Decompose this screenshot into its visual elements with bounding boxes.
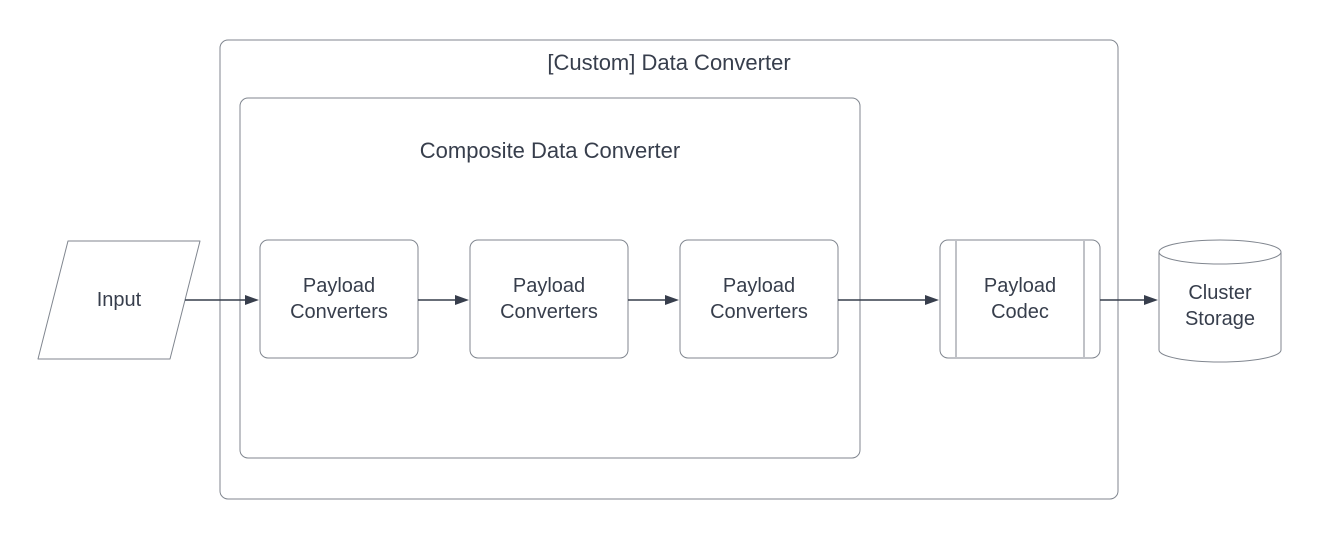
payload-converters-3-line-2: Converters bbox=[710, 301, 808, 323]
composite-data-converter-title: Composite Data Converter bbox=[419, 138, 681, 163]
payload-converters-3-line-1: Payload bbox=[722, 275, 796, 297]
arrowhead-input-to-converter1 bbox=[245, 295, 259, 305]
payload-converters-box-1 bbox=[259, 239, 419, 359]
payload-codec-label: Payload Codec bbox=[940, 240, 1100, 358]
payload-converters-label-3: Payload Converters bbox=[680, 240, 838, 358]
cluster-storage-line-2: Storage bbox=[1184, 308, 1256, 330]
arrowhead-converter2-to-converter3 bbox=[665, 295, 679, 305]
payload-converters-1-line-2: Converters bbox=[290, 301, 388, 323]
payload-converters-label-2: Payload Converters bbox=[470, 240, 628, 358]
payload-codec-line-1: Payload bbox=[983, 275, 1057, 297]
cluster-storage-line-1: Cluster bbox=[1188, 282, 1252, 304]
payload-converters-label-1: Payload Converters bbox=[260, 240, 418, 358]
payload-codec-line-2: Codec bbox=[991, 301, 1049, 323]
custom-data-converter-title: [Custom] Data Converter bbox=[547, 50, 791, 75]
cluster-storage-label: Cluster Storage bbox=[1159, 250, 1281, 362]
payload-codec-box bbox=[939, 239, 1101, 359]
cluster-storage-cylinder-body bbox=[1158, 252, 1282, 363]
arrowhead-codec-to-storage bbox=[1144, 295, 1158, 305]
input-parallelogram bbox=[37, 240, 201, 360]
payload-converters-2-line-2: Converters bbox=[500, 301, 598, 323]
payload-converters-box-2 bbox=[469, 239, 629, 359]
payload-converters-1-line-1: Payload bbox=[302, 275, 376, 297]
payload-converters-2-line-1: Payload bbox=[512, 275, 586, 297]
arrowhead-converter3-to-codec bbox=[925, 295, 939, 305]
input-node-label: Input bbox=[38, 241, 200, 359]
input-node-text: Input bbox=[96, 289, 142, 311]
payload-converters-box-3 bbox=[679, 239, 839, 359]
arrowhead-converter1-to-converter2 bbox=[455, 295, 469, 305]
cluster-storage-cylinder-top bbox=[1158, 239, 1282, 265]
